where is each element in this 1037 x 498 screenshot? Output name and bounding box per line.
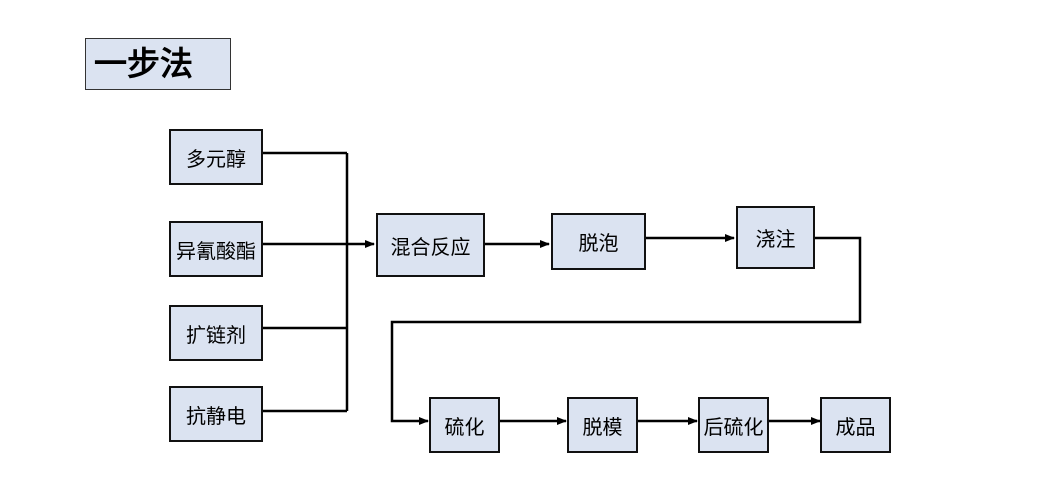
node-polyol: 多元醇: [169, 129, 263, 185]
node-chain-extender: 扩链剂: [169, 305, 263, 361]
node-cure: 硫化: [429, 397, 500, 453]
node-post-cure: 后硫化: [698, 397, 769, 453]
diagram-title: 一步法: [85, 38, 231, 90]
node-product: 成品: [820, 397, 891, 453]
node-mix-reaction: 混合反应: [376, 213, 485, 277]
arrow-pour-to-cure: [390, 236, 862, 425]
node-antistatic: 抗静电: [169, 386, 263, 442]
node-degas: 脱泡: [551, 213, 646, 270]
node-demold: 脱模: [567, 397, 638, 453]
node-isocyanate: 异氰酸酯: [169, 221, 263, 277]
node-pour: 浇注: [736, 206, 815, 269]
